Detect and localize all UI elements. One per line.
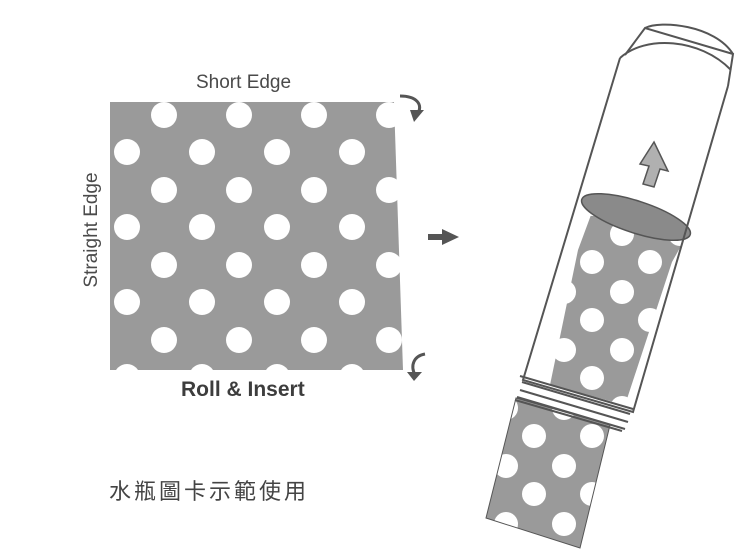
protruding-insert <box>485 397 611 549</box>
straight-edge-label: Straight Edge <box>81 172 102 288</box>
curl-arrow-head-top <box>410 110 424 122</box>
flat-card <box>110 102 403 370</box>
water-bottle <box>514 23 735 432</box>
curl-arrow-head-bottom <box>407 372 422 381</box>
roll-insert-label: Roll & Insert <box>181 378 305 401</box>
right-arrow-icon <box>428 229 459 245</box>
rolled-insert <box>550 192 692 405</box>
short-edge-label: Short Edge <box>196 72 292 93</box>
caption-text: 水瓶圖卡示範使用 <box>109 480 310 505</box>
curl-arrow-icon <box>411 352 426 376</box>
up-arrow-icon <box>638 140 670 188</box>
